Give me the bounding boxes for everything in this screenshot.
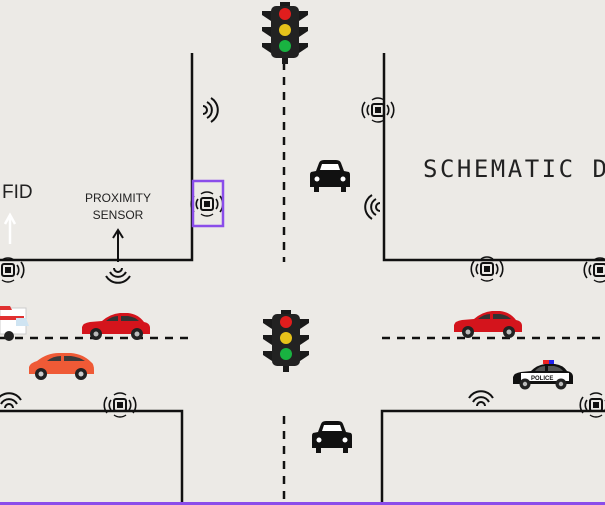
bottom-selection-border [0, 502, 605, 505]
ambulance-icon [0, 306, 29, 341]
traffic-light-icon [262, 2, 308, 64]
proximity-sensor-label: PROXIMITY SENSOR [72, 190, 164, 224]
signal-wave-icon [364, 194, 381, 220]
police-label: POLICE [531, 376, 553, 382]
signal-wave-icon [0, 392, 22, 409]
police-car-icon: POLICE [513, 360, 573, 390]
proximity-sensor-icon [190, 191, 224, 217]
signal-wave-icon [202, 97, 219, 123]
arrow-up-icon [3, 212, 17, 244]
car-icon [29, 353, 94, 380]
car-icon [312, 421, 352, 453]
schematic-title: SCHEMATIC D [423, 155, 605, 183]
proximity-sensor-icon [583, 257, 605, 283]
selection-highlight [191, 179, 225, 228]
signal-wave-icon [105, 267, 131, 284]
proximity-label-line1: PROXIMITY [84, 191, 151, 205]
road-edges [0, 53, 605, 502]
lane-markings [0, 62, 605, 502]
proximity-sensor-icon [0, 257, 25, 283]
signal-wave-icon [468, 390, 494, 407]
proximity-sensor-icon [361, 97, 395, 123]
proximity-sensor-icon [579, 392, 605, 418]
proximity-sensor-icon [103, 392, 137, 418]
rfid-label: FID [2, 182, 33, 203]
traffic-light-icon [263, 310, 309, 372]
proximity-label-line2: SENSOR [92, 208, 144, 222]
arrow-up-icon [112, 228, 124, 262]
car-icon [310, 160, 350, 192]
car-icon [454, 311, 522, 338]
car-icon [82, 313, 150, 340]
